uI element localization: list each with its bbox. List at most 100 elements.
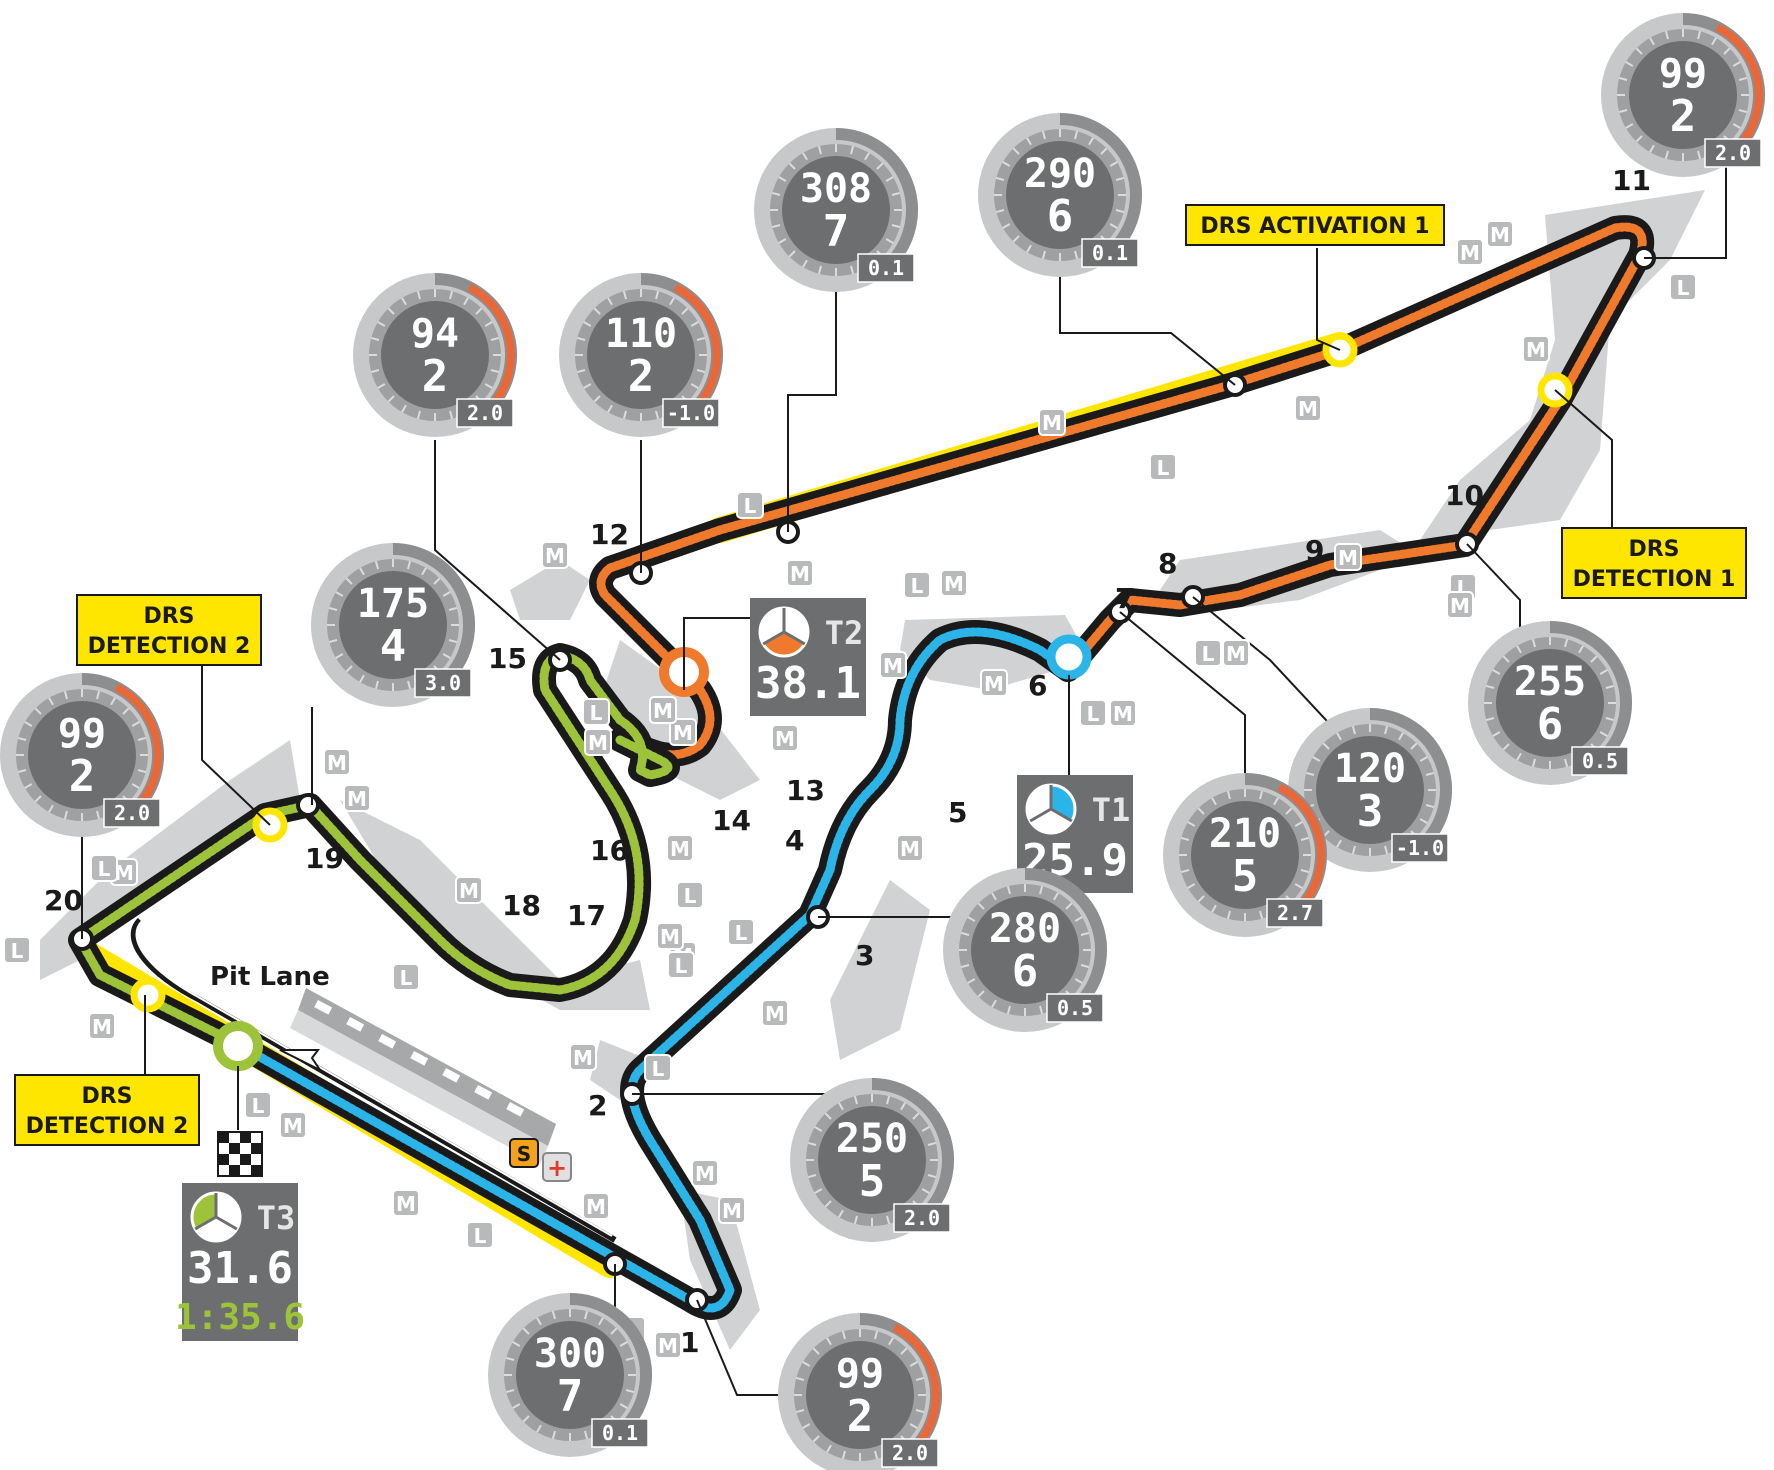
turn-number-10: 10 — [1445, 479, 1484, 512]
svg-text:M: M — [1490, 223, 1510, 247]
svg-text:M: M — [790, 562, 810, 586]
svg-text:L: L — [911, 574, 924, 598]
steering-wheel-icon — [758, 606, 810, 658]
tyre-badge-low: L — [392, 963, 420, 991]
gauge-gear: 7 — [557, 1371, 584, 1422]
svg-text:38.1: 38.1 — [755, 658, 861, 709]
svg-text:M: M — [1526, 338, 1546, 362]
svg-text:L: L — [1202, 642, 1215, 666]
svg-text:L: L — [252, 1094, 265, 1118]
gauge-g-force: 2.0 — [1715, 141, 1751, 165]
pit-lane-label: Pit Lane — [210, 962, 330, 992]
gauge-g-force: 0.5 — [1057, 996, 1093, 1020]
svg-text:M: M — [670, 837, 690, 861]
svg-text:M: M — [327, 751, 347, 775]
gauge-g-force: 2.0 — [892, 1441, 928, 1465]
tyre-badge-medium: M — [896, 834, 924, 862]
turn-number-19: 19 — [305, 842, 344, 875]
svg-text:L: L — [675, 954, 688, 978]
svg-text:M: M — [695, 1162, 715, 1186]
gauge-speed: 300 — [534, 1331, 606, 1377]
turn-number-16: 16 — [590, 834, 629, 867]
steering-wheel-icon — [1025, 783, 1077, 835]
svg-text:M: M — [545, 544, 565, 568]
tyre-badge-low: L — [90, 854, 118, 882]
sector-3-marker — [213, 1021, 263, 1071]
gauge-g-force: 2.0 — [467, 401, 503, 425]
gauge-gear: 2 — [628, 351, 655, 402]
gauge-gear: 5 — [859, 1156, 886, 1207]
tyre-badge-medium: M — [1446, 591, 1474, 619]
sector-1-marker — [1046, 634, 1092, 680]
svg-text:M: M — [573, 1046, 593, 1070]
tyre-badge-low: L — [244, 1091, 272, 1119]
tyre-badge-medium: M — [666, 834, 694, 862]
steering-wheel-icon — [190, 1191, 242, 1243]
tyre-badge-low: L — [1669, 273, 1697, 301]
tyre-badge-low: L — [667, 951, 695, 979]
turn-number-2: 2 — [588, 1089, 607, 1122]
tyre-badge-medium: M — [541, 541, 569, 569]
svg-text:M: M — [1298, 397, 1318, 421]
svg-text:M: M — [1042, 411, 1062, 435]
svg-text:M: M — [984, 672, 1004, 696]
svg-text:M: M — [347, 787, 367, 811]
gauge-g-force: -1.0 — [667, 401, 715, 425]
svg-text:M: M — [92, 1015, 112, 1039]
tyre-badge-medium: M — [584, 728, 612, 756]
svg-text:M: M — [1226, 642, 1246, 666]
turn-number-17: 17 — [567, 899, 606, 932]
gauge-g-force: 2.7 — [1277, 901, 1313, 925]
gauge-speed: 99 — [1659, 51, 1707, 97]
track-sector-1 — [218, 620, 1080, 1320]
tyre-badge-low: L — [1079, 699, 1107, 727]
svg-text:DRS: DRS — [81, 1084, 132, 1109]
svg-text:L: L — [744, 494, 757, 518]
tyre-badge-medium: M — [343, 784, 371, 812]
svg-text:M: M — [1460, 241, 1480, 265]
svg-text:M: M — [660, 925, 680, 949]
svg-text:M: M — [944, 572, 964, 596]
gauge-speed: 110 — [605, 311, 677, 357]
gauge-gear: 6 — [1012, 946, 1039, 997]
turn-number-8: 8 — [1158, 547, 1177, 580]
tyre-badge-low: L — [3, 936, 31, 964]
svg-text:L: L — [1677, 276, 1690, 300]
gauge-speed: 94 — [411, 311, 459, 357]
track-sector-3 — [68, 643, 680, 1052]
tyre-badge-medium: M — [1456, 238, 1484, 266]
gauge-speed: 250 — [836, 1116, 908, 1162]
svg-text:M: M — [114, 861, 134, 885]
turn-number-7: 7 — [1115, 582, 1134, 615]
tyre-badge-low: L — [466, 1221, 494, 1249]
turn-number-11: 11 — [1612, 164, 1651, 197]
tyre-badge-medium: M — [1522, 335, 1550, 363]
svg-text:M: M — [283, 1114, 303, 1138]
gauge-speed: 308 — [800, 166, 872, 212]
svg-text:L: L — [1087, 702, 1100, 726]
svg-text:S: S — [517, 1142, 531, 1166]
svg-text:L: L — [11, 939, 24, 963]
tyre-badge-medium: M — [569, 1043, 597, 1071]
svg-text:L: L — [590, 701, 603, 725]
svg-text:M: M — [673, 721, 693, 745]
gauge-g-force: 0.5 — [1582, 749, 1618, 773]
gauge-speed: 120 — [1334, 746, 1406, 792]
turn-number-4: 4 — [785, 824, 804, 857]
svg-text:31.6: 31.6 — [187, 1243, 293, 1294]
gauge-gear: 2 — [847, 1391, 874, 1442]
svg-text:M: M — [722, 1199, 742, 1223]
svg-text:1:35.6: 1:35.6 — [175, 1297, 305, 1338]
svg-text:DETECTION 2: DETECTION 2 — [88, 634, 251, 659]
gauge-gear: 7 — [823, 206, 850, 257]
svg-text:DETECTION 2: DETECTION 2 — [26, 1114, 189, 1139]
gauge-g-force: -1.0 — [1396, 836, 1444, 860]
